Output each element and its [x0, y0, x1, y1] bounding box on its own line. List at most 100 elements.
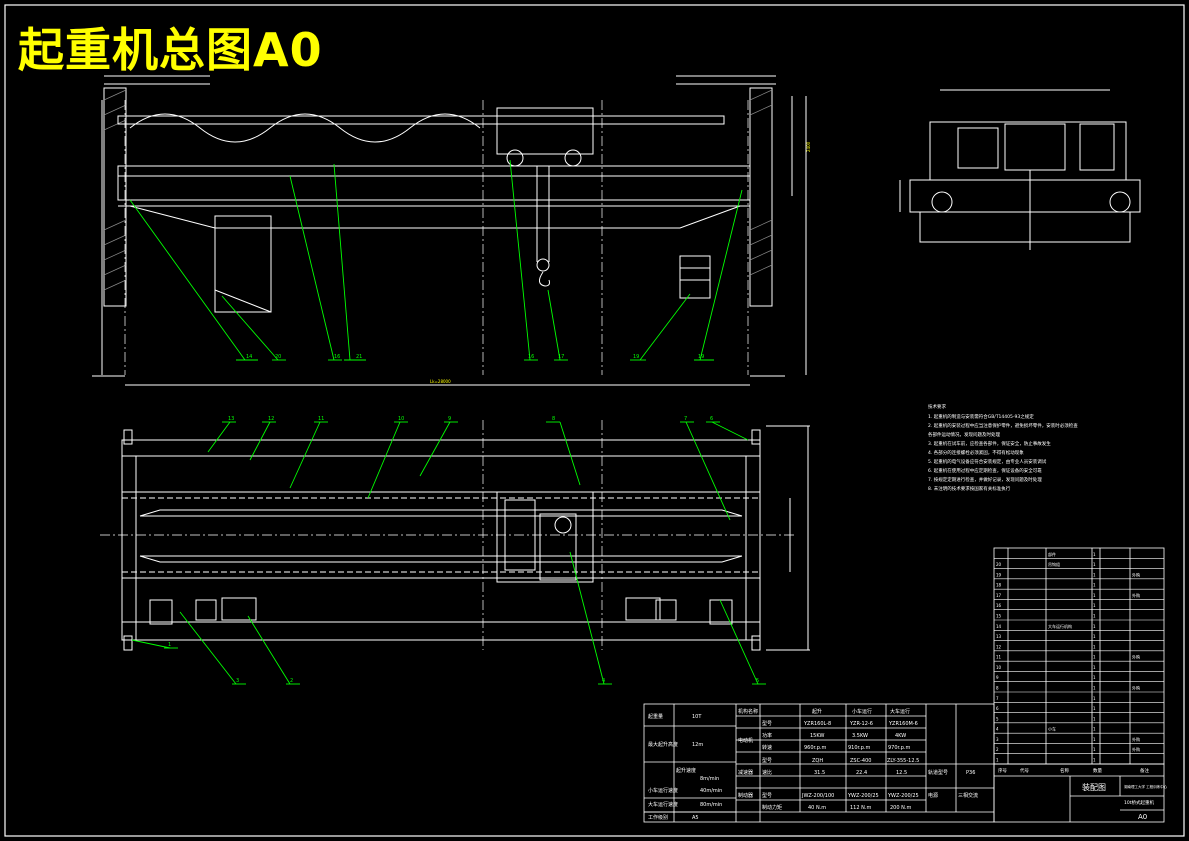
parts-cell: 20: [996, 562, 1002, 567]
span-dimension: Lk=28000: [430, 379, 451, 384]
spec-value-class: A5: [692, 815, 699, 821]
parts-cell: 1: [1093, 583, 1096, 588]
note-line: 5. 起重机的电气设备应符合安装规定，由专业人员安装调试: [928, 458, 1047, 465]
reducer-bridge: ZLY-355-12.5: [887, 758, 919, 764]
parts-cell: 外购: [1132, 592, 1140, 598]
parts-cell: 外购: [1132, 736, 1140, 742]
parts-cell: 1: [1093, 696, 1096, 701]
parts-header-remark: 备注: [1140, 767, 1149, 774]
parts-cell: 12: [996, 644, 1002, 649]
parts-cell: 1: [1093, 727, 1096, 732]
mech-trolley: 小车运行: [852, 708, 872, 715]
parts-cell: 1: [1093, 614, 1096, 619]
parts-cell: 1: [1093, 552, 1096, 557]
label-reducer: 减速器: [738, 769, 753, 776]
parts-cell: 部件: [1048, 551, 1056, 557]
label-track: 轨道型号: [928, 769, 948, 776]
label-1: 1: [168, 642, 171, 648]
parts-cell: 17: [996, 593, 1002, 598]
reducer-trolley: ZSC-400: [850, 758, 871, 764]
brake-hoist: JWZ-200/100: [801, 793, 834, 799]
parts-cell: 13: [996, 634, 1002, 639]
label-21: 21: [356, 354, 362, 360]
motor-bridge: YZR160M-6: [888, 721, 918, 727]
school-name: 湖南理工大学 工程训练中心: [1124, 784, 1168, 789]
spec-value-bridge-speed: 80m/min: [700, 802, 722, 808]
ratio-hoist: 31.5: [814, 770, 825, 776]
label-7: 7: [684, 416, 687, 422]
parts-cell: 外购: [1132, 746, 1140, 752]
parts-cell: 吊钩组: [1048, 561, 1060, 567]
spec-label-class: 工作级别: [648, 814, 668, 821]
label-6: 6: [710, 416, 713, 422]
parts-header-code: 代号: [1020, 767, 1029, 774]
parts-header-qty: 数量: [1093, 767, 1102, 774]
note-line: 4. 各部分的连接螺栓必须紧固，不得有松动现象: [928, 449, 1024, 456]
parts-cell: 18: [996, 583, 1002, 588]
label-19b: 19: [698, 354, 704, 360]
label-20: 20: [275, 354, 281, 360]
parts-cell: 19: [996, 572, 1002, 577]
parts-header-no: 序号: [998, 767, 1007, 774]
ratio-bridge: 12.5: [896, 770, 907, 776]
drawing-title: 起重机总图A0: [18, 23, 323, 77]
spec-value-capacity: 10T: [692, 714, 702, 720]
product-name: 10t桥式起重机: [1124, 799, 1154, 806]
side-view: [899, 89, 1141, 250]
parts-cell: 9: [996, 675, 999, 680]
sheet-border: [4, 4, 1185, 837]
parts-cell: 1: [1093, 665, 1096, 670]
parts-cell: 1: [1093, 644, 1096, 649]
drawing-name: 装配图: [1082, 782, 1106, 792]
brake-trolley: YWZ-200/25: [847, 793, 879, 799]
label-9: 9: [448, 416, 451, 422]
track-value: P36: [966, 770, 975, 776]
mech-hoist: 起升: [812, 708, 822, 715]
parts-cell: 1: [1093, 737, 1096, 742]
mech-header: 机构名称: [738, 708, 758, 715]
parts-cell: 4: [996, 727, 999, 732]
sheet-size: A0: [1138, 813, 1147, 821]
parts-cell: 3: [996, 737, 999, 742]
label-16b: 16: [528, 354, 534, 360]
parts-cell: 1: [1093, 603, 1096, 608]
label-model-2: 型号: [762, 757, 772, 764]
label-16a: 16: [334, 354, 340, 360]
label-supply: 电源: [928, 792, 938, 799]
parts-cell: 14: [996, 624, 1002, 629]
torque-trolley: 112 N.m: [850, 805, 871, 811]
label-speed: 转速: [762, 744, 772, 751]
parts-cell: 1: [996, 758, 999, 763]
torque-bridge: 200 N.m: [890, 805, 911, 811]
label-model-1: 型号: [762, 720, 772, 727]
parts-cell: 外购: [1132, 654, 1140, 660]
parts-cell: 外购: [1132, 685, 1140, 691]
parts-cell: 1: [1093, 624, 1096, 629]
parts-cell: 1: [1093, 593, 1096, 598]
parts-cell: 2: [996, 747, 999, 752]
parts-cell: 1: [1093, 716, 1096, 721]
parts-cell: 1: [1093, 675, 1096, 680]
spec-label-bridge-speed: 大车运行速度: [648, 801, 678, 808]
label-13: 13: [228, 416, 234, 422]
parts-cell: 1: [1093, 758, 1096, 763]
motor-trolley: YZR-12-6: [849, 721, 873, 727]
supply-value: 三相交流: [958, 792, 978, 799]
parts-cell: 15: [996, 614, 1002, 619]
note-line: 2. 起重机的安装过程中应当注意保护零件，避免损坏零件，安装时必须检查: [928, 422, 1078, 429]
parts-cell: 1: [1093, 562, 1096, 567]
label-torque: 制动力矩: [762, 804, 782, 811]
parts-cell: 1: [1093, 747, 1096, 752]
spec-value-hoist-speed: 8m/min: [700, 776, 719, 782]
label-3: 3: [236, 678, 239, 684]
parts-header-name: 名称: [1060, 767, 1069, 774]
spec-label-height: 最大起升高度: [648, 741, 678, 748]
spec-value-trolley-speed: 40m/min: [700, 788, 722, 794]
parts-cell: 1: [1093, 655, 1096, 660]
label-motor: 电动机: [738, 737, 753, 744]
parts-cell: 1: [1093, 686, 1096, 691]
parts-cell: 16: [996, 603, 1002, 608]
parts-cell: 小车: [1048, 726, 1056, 732]
label-ratio: 速比: [762, 769, 772, 776]
